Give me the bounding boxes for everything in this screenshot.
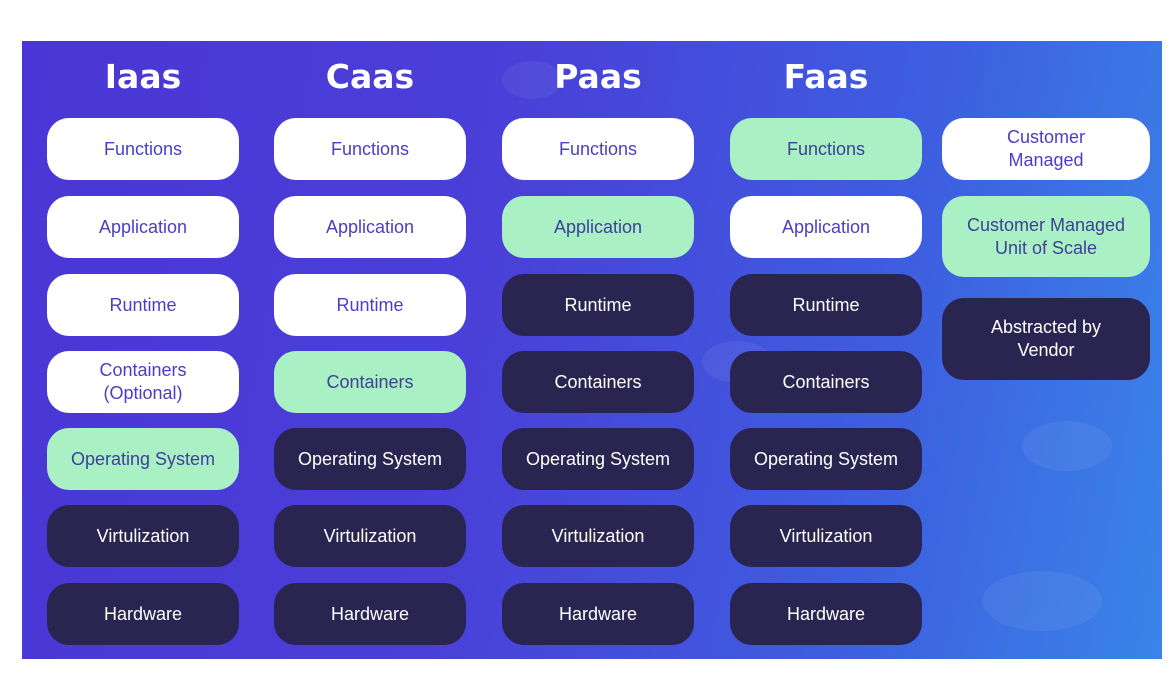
layer-box: Virtulization bbox=[47, 505, 239, 567]
layer-box: Application bbox=[47, 196, 239, 258]
layer-box: Operating System bbox=[274, 428, 466, 490]
background-cloud bbox=[1022, 421, 1112, 471]
layer-box: Functions bbox=[730, 118, 922, 180]
layer-box: Application bbox=[730, 196, 922, 258]
layer-box: Application bbox=[502, 196, 694, 258]
layer-box: Hardware bbox=[730, 583, 922, 645]
layer-box: Operating System bbox=[502, 428, 694, 490]
legend-item-scale: Customer Managed Unit of Scale bbox=[942, 196, 1150, 277]
layer-box: Application bbox=[274, 196, 466, 258]
column-title: Caas bbox=[325, 57, 415, 96]
layer-box: Virtulization bbox=[502, 505, 694, 567]
layer-box: Runtime bbox=[47, 274, 239, 336]
column-title: Iaas bbox=[104, 57, 182, 96]
layer-box: Virtulization bbox=[274, 505, 466, 567]
layer-box: Hardware bbox=[274, 583, 466, 645]
layer-box: Containers bbox=[502, 351, 694, 413]
column-title: Faas bbox=[783, 57, 869, 96]
layer-box: Containers bbox=[274, 351, 466, 413]
legend-item-customer: Customer Managed bbox=[942, 118, 1150, 180]
background-cloud bbox=[982, 571, 1102, 631]
layer-box: Hardware bbox=[502, 583, 694, 645]
legend-item-vendor: Abstracted by Vendor bbox=[942, 298, 1150, 380]
background-cloud bbox=[502, 61, 562, 99]
layer-box: Functions bbox=[274, 118, 466, 180]
layer-box: Containers bbox=[730, 351, 922, 413]
layer-box: Runtime bbox=[502, 274, 694, 336]
column-title: Paas bbox=[554, 57, 642, 96]
layer-box: Containers (Optional) bbox=[47, 351, 239, 413]
layer-box: Functions bbox=[47, 118, 239, 180]
layer-box: Hardware bbox=[47, 583, 239, 645]
layer-box: Runtime bbox=[274, 274, 466, 336]
layer-box: Operating System bbox=[47, 428, 239, 490]
layer-box: Operating System bbox=[730, 428, 922, 490]
layer-box: Functions bbox=[502, 118, 694, 180]
layer-box: Runtime bbox=[730, 274, 922, 336]
layer-box: Virtulization bbox=[730, 505, 922, 567]
